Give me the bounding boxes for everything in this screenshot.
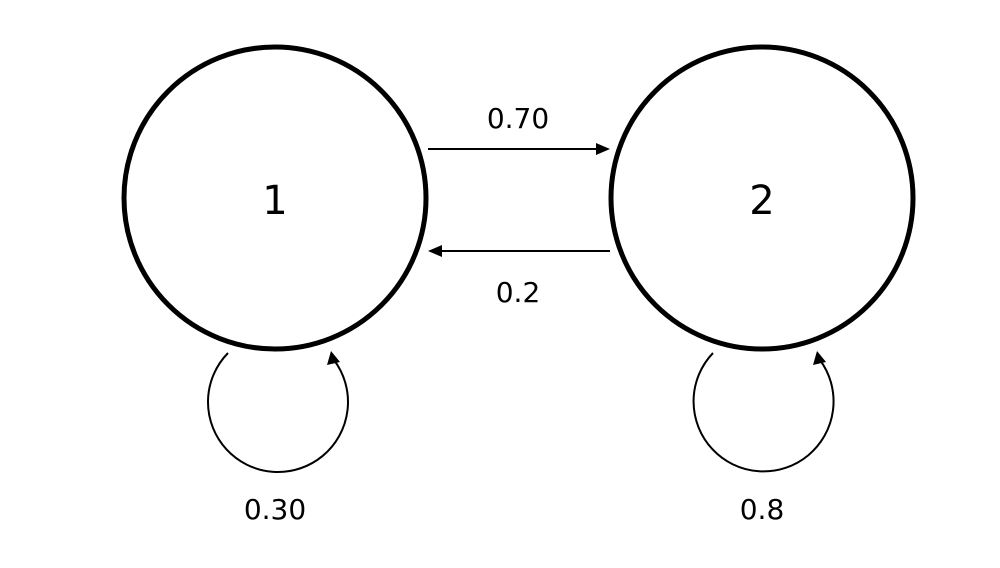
transition-1-to-2-arrowhead — [596, 143, 610, 155]
transition-1-to-1-label: 0.30 — [244, 493, 306, 526]
transition-1-to-1-arrowhead — [327, 351, 340, 365]
transition-2-to-2-self-loop: 0.8 — [692, 351, 835, 526]
state-2-label: 2 — [749, 178, 774, 224]
state-1-circle — [121, 44, 429, 352]
transition-1-to-1-self-loop: 0.30 — [207, 351, 349, 526]
state-2-node[interactable]: 2 — [608, 44, 916, 352]
state-2-circle — [608, 44, 916, 352]
transition-2-to-1-arrowhead — [428, 245, 442, 257]
transition-2-to-2-label: 0.8 — [740, 493, 785, 526]
state-1-label: 1 — [262, 178, 287, 224]
transition-2-to-2-loop-arc — [692, 352, 835, 473]
transition-1-to-1-loop-arc — [207, 352, 349, 473]
transition-1-to-2: 0.70 — [428, 102, 610, 155]
transition-2-to-2-arrowhead — [813, 351, 826, 365]
state-1-node[interactable]: 1 — [121, 44, 429, 352]
transition-2-to-1-label: 0.2 — [496, 276, 541, 309]
transition-2-to-1: 0.2 — [428, 245, 610, 309]
transition-1-to-2-label: 0.70 — [487, 102, 549, 135]
